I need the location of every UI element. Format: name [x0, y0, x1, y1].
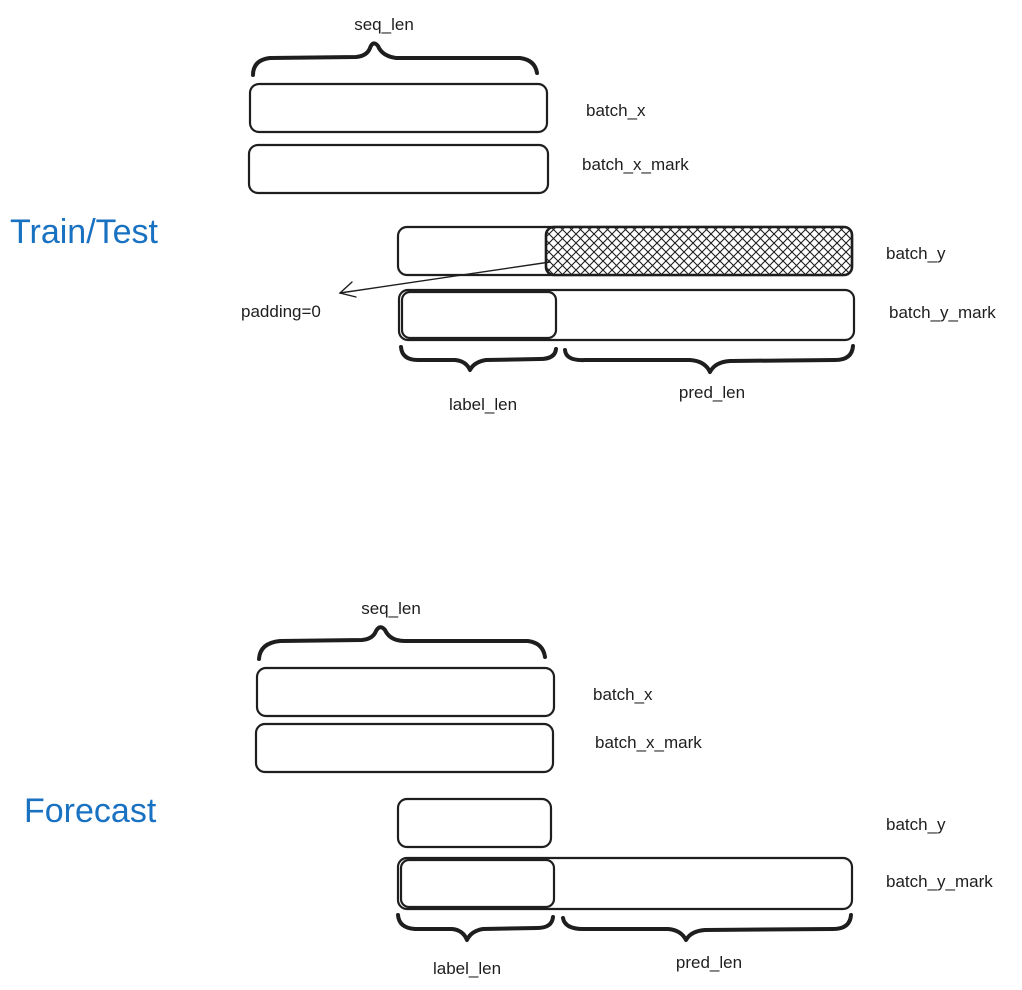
train-label-len-label: label_len [449, 395, 517, 414]
train-label-len-brace [399, 345, 558, 372]
train-batch-y-hatched-region [544, 225, 854, 277]
forecast-pred-len-label: pred_len [676, 953, 742, 972]
forecast-label-len-label: label_len [433, 959, 501, 978]
forecast-section: Forecast seq_len batch_x batch_x_mark ba… [24, 599, 993, 978]
forecast-seq-len-brace [257, 625, 547, 661]
forecast-title: Forecast [24, 792, 157, 830]
train-test-section: Train/Test seq_len batch_x batch_x_mark … [10, 15, 996, 414]
forecast-batch-y-box [396, 797, 553, 849]
train-batch-x-label: batch_x [586, 101, 646, 120]
forecast-batch-x-mark-box [254, 722, 555, 774]
forecast-batch-x-mark-label: batch_x_mark [595, 733, 702, 752]
forecast-batch-x-box [255, 666, 556, 718]
forecast-batch-y-mark-label: batch_y_mark [886, 872, 993, 891]
train-pred-len-label: pred_len [679, 383, 745, 402]
forecast-batch-y-label: batch_y [886, 815, 946, 834]
forecast-pred-len-brace [561, 913, 853, 942]
train-seq-len-brace [251, 41, 539, 77]
train-seq-len-label: seq_len [354, 15, 414, 34]
train-batch-x-mark-box [247, 143, 550, 195]
train-batch-x-box [248, 82, 549, 134]
padding-arrow-head [338, 281, 357, 298]
train-batch-x-mark-label: batch_x_mark [582, 155, 689, 174]
padding-label: padding=0 [241, 302, 321, 321]
train-batch-y-mark-label-part [400, 290, 558, 340]
train-test-title: Train/Test [10, 213, 159, 251]
train-batch-y-label: batch_y [886, 244, 946, 263]
forecast-label-len-brace [396, 913, 555, 942]
train-pred-len-brace [563, 344, 855, 374]
forecast-seq-len-label: seq_len [361, 599, 421, 618]
padding-arrow-line [339, 261, 551, 294]
forecast-batch-x-label: batch_x [593, 685, 653, 704]
train-batch-y-mark-label: batch_y_mark [889, 303, 996, 322]
forecast-batch-y-mark-label-part [399, 858, 556, 909]
